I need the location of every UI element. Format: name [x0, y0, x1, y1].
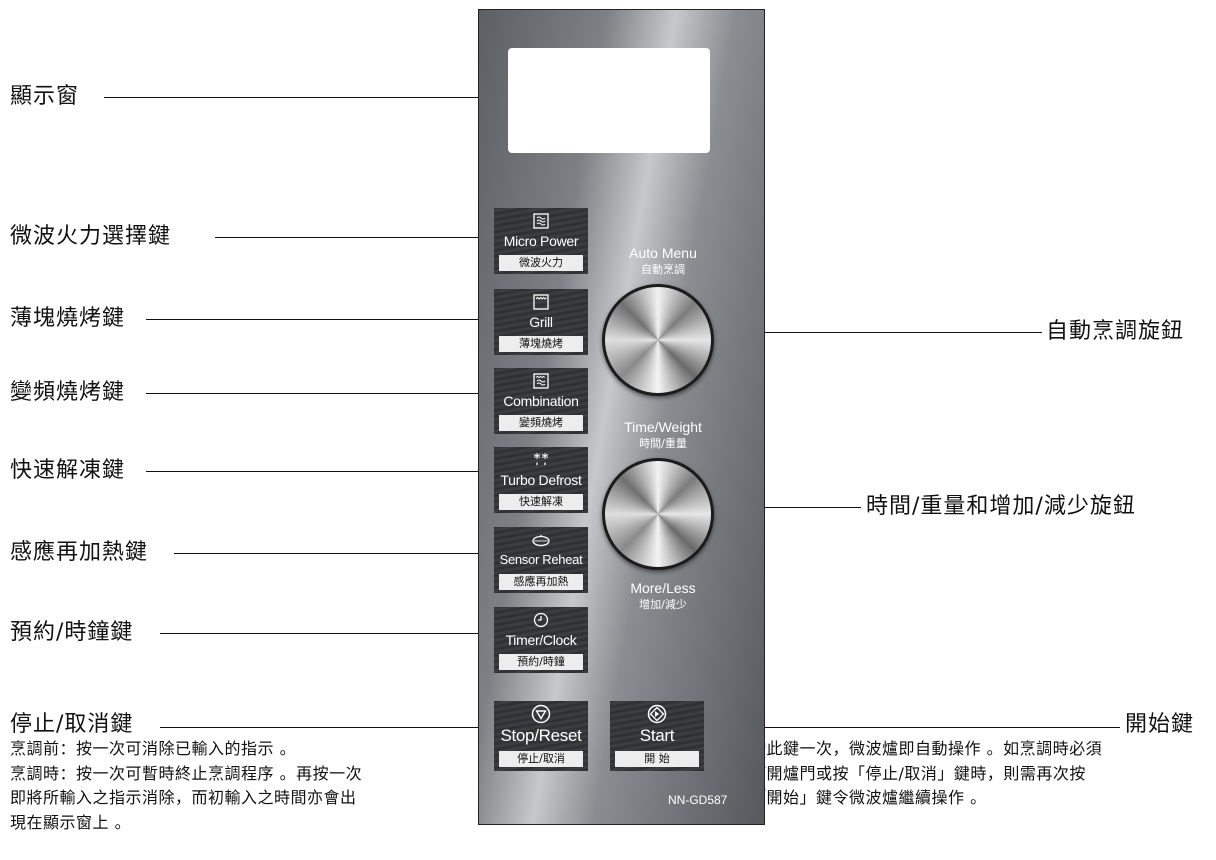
leader-line-start	[700, 727, 1120, 728]
key-sublabel: 感應再加熱	[499, 574, 583, 590]
auto-menu-dial[interactable]	[602, 284, 714, 396]
leader-line-micro-power	[215, 237, 496, 238]
key-sublabel: 預約/時鐘	[499, 654, 583, 670]
dial-label-zh: 自動烹調	[641, 263, 685, 276]
model-number: NN-GD587	[668, 793, 728, 807]
description-line: 按此鍵一次，微波爐即自動操作 。如烹調時必須	[750, 739, 1103, 758]
key-sublabel: 薄塊燒烤	[499, 336, 583, 352]
description-line: 烹調時：按一次可暫時終止烹調程序 。再按一次	[10, 763, 363, 783]
callout-auto-menu-dial: 自動烹調旋鈕	[1046, 319, 1185, 344]
leader-line-grill	[146, 319, 496, 320]
callout-start-key: 開始鍵	[1125, 712, 1195, 737]
display-window	[508, 48, 710, 153]
dial-label-en: Time/Weight	[624, 419, 702, 435]
callout-timer-clock-key: 預約/時鐘鍵	[10, 620, 134, 645]
stop-icon	[494, 703, 588, 723]
time-weight-label: Time/Weight 時間/重量	[598, 418, 728, 451]
key-label: Sensor Reheat	[499, 552, 583, 567]
description-line: 即將所輸入之指示消除，而初輸入之時間亦會出	[10, 788, 357, 807]
key-label: Turbo Defrost	[500, 472, 582, 488]
callout-display-window: 顯示窗	[10, 84, 80, 109]
leader-line-sensor-reheat	[174, 553, 496, 554]
key-sublabel: 微波火力	[499, 255, 583, 271]
key-sublabel: 停止/取消	[499, 751, 583, 767]
stop-reset-description: 烹調前：按一次可消除已輸入的指示 。 烹調時：按一次可暫時終止烹調程序 。再按一…	[10, 737, 362, 835]
stop-reset-button[interactable]: Stop/Reset 停止/取消	[494, 701, 588, 771]
timer-clock-button[interactable]: Timer/Clock 預約/時鐘	[494, 607, 588, 673]
sensor-reheat-button[interactable]: Sensor Reheat 感應再加熱	[494, 527, 588, 593]
callout-grill-key: 薄塊燒烤鍵	[10, 306, 126, 331]
leader-line-display	[104, 97, 554, 98]
callout-sensor-reheat-key: 感應再加熱鍵	[10, 540, 149, 565]
clock-icon	[494, 609, 588, 629]
time-weight-dial[interactable]	[602, 458, 714, 570]
micro-power-button[interactable]: Micro Power 微波火力	[494, 208, 588, 274]
key-sublabel: 變頻燒烤	[499, 415, 583, 431]
bowl-icon	[494, 529, 588, 549]
description-line: 打開爐門或按「停止/取消」鍵時，則需再次按	[750, 763, 1086, 783]
description-line: 「開始」鍵令微波爐繼續操作 。	[750, 788, 987, 807]
combination-button[interactable]: Combination 變頻燒烤	[494, 368, 588, 434]
key-label: Start	[639, 726, 675, 745]
key-label: Grill	[529, 314, 553, 330]
key-sublabel: 快速解凍	[499, 494, 583, 510]
grill-button[interactable]: Grill 薄塊燒烤	[494, 289, 588, 355]
dial-label-zh: 增加/減少	[639, 598, 687, 611]
start-icon	[610, 703, 704, 723]
leader-line-turbo-defrost	[146, 471, 496, 472]
callout-turbo-defrost-key: 快速解凍鍵	[10, 458, 126, 483]
snowflake-drops-icon	[494, 449, 588, 469]
dial-label-zh: 時間/重量	[639, 437, 687, 450]
key-label: Micro Power	[503, 233, 579, 249]
key-sublabel: 開 始	[615, 751, 699, 767]
grill-icon	[494, 291, 588, 311]
leader-line-stop-reset	[160, 727, 496, 728]
dial-label-en: More/Less	[630, 580, 696, 596]
leader-line-combination	[146, 393, 496, 394]
description-line: 現在顯示窗上 。	[10, 812, 132, 832]
key-label: Combination	[503, 393, 579, 409]
dial-label-en: Auto Menu	[629, 245, 697, 261]
start-description: 按此鍵一次，微波爐即自動操作 。如烹調時必須 打開爐門或按「停止/取消」鍵時，則…	[750, 737, 1102, 811]
description-line: 烹調前：按一次可消除已輸入的指示 。	[10, 739, 297, 758]
microwave-waves-icon	[494, 210, 588, 230]
callout-micro-power-key: 微波火力選擇鍵	[10, 224, 172, 249]
combination-icon	[494, 370, 588, 390]
leader-line-timer-clock	[160, 633, 496, 634]
callout-combination-key: 變頻燒烤鍵	[10, 380, 126, 405]
leader-line-auto-menu	[666, 332, 1042, 333]
callout-stop-reset-key: 停止/取消鍵	[10, 712, 134, 737]
callout-time-weight-dial: 時間/重量和增加/減少旋鈕	[866, 494, 1136, 519]
turbo-defrost-button[interactable]: Turbo Defrost 快速解凍	[494, 447, 588, 513]
start-button[interactable]: Start 開 始	[610, 701, 704, 771]
auto-menu-label: Auto Menu 自動烹調	[598, 244, 728, 277]
more-less-label: More/Less 增加/減少	[598, 579, 728, 612]
key-label: Stop/Reset	[500, 726, 582, 745]
key-label: Timer/Clock	[505, 632, 577, 648]
